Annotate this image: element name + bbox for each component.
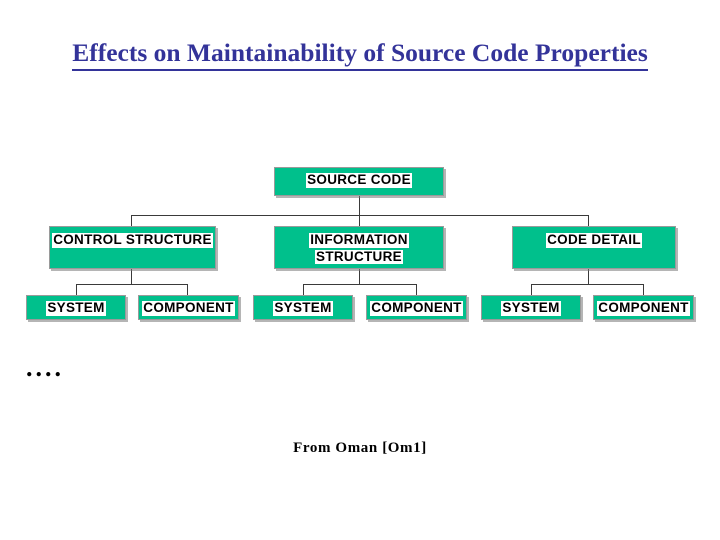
connector-drop-information-system xyxy=(303,284,304,295)
node-code-detail-component[interactable]: COMPONENT xyxy=(593,295,694,320)
node-control-structure-system[interactable]: SYSTEM xyxy=(26,295,126,320)
connector-drop-code-detail xyxy=(588,215,589,227)
connector-stem-control-structure xyxy=(131,269,132,284)
node-source-code[interactable]: SOURCE CODE xyxy=(274,167,444,196)
connector-level1-bus xyxy=(131,215,589,216)
connector-drop-code-component xyxy=(643,284,644,295)
connector-stem-information-structure xyxy=(359,269,360,284)
connector-bus-control-structure xyxy=(76,284,187,285)
connector-stem-code-detail xyxy=(588,269,589,284)
node-code-detail-component-label: COMPONENT xyxy=(597,300,690,316)
connector-drop-control-system xyxy=(76,284,77,295)
node-information-structure-label: INFORMATION STRUCTURE xyxy=(309,232,409,265)
connector-root-stem xyxy=(359,196,360,215)
node-information-structure-component[interactable]: COMPONENT xyxy=(366,295,467,320)
connector-drop-information-component xyxy=(416,284,417,295)
connector-drop-control-component xyxy=(187,284,188,295)
ellipsis-text: .... xyxy=(26,353,64,382)
connector-bus-information-structure xyxy=(303,284,416,285)
connector-drop-control-structure xyxy=(131,215,132,227)
page-title-text: Effects on Maintainability of Source Cod… xyxy=(72,38,648,72)
node-code-detail[interactable]: CODE DETAIL xyxy=(512,226,676,269)
node-information-structure[interactable]: INFORMATION STRUCTURE xyxy=(274,226,444,269)
connector-drop-code-system xyxy=(531,284,532,295)
node-information-structure-system-label: SYSTEM xyxy=(273,300,333,316)
page-title: Effects on Maintainability of Source Cod… xyxy=(0,38,720,72)
node-control-structure-component[interactable]: COMPONENT xyxy=(138,295,239,320)
connector-drop-information-structure xyxy=(359,215,360,227)
node-information-structure-system[interactable]: SYSTEM xyxy=(253,295,353,320)
node-control-structure-component-label: COMPONENT xyxy=(142,300,235,316)
connector-bus-code-detail xyxy=(531,284,643,285)
node-control-structure-label: CONTROL STRUCTURE xyxy=(52,232,213,248)
node-source-code-label: SOURCE CODE xyxy=(306,172,412,188)
node-code-detail-system-label: SYSTEM xyxy=(501,300,561,316)
node-information-structure-component-label: COMPONENT xyxy=(370,300,463,316)
source-citation: From Oman [Om1] xyxy=(293,440,427,456)
node-code-detail-system[interactable]: SYSTEM xyxy=(481,295,581,320)
node-control-structure[interactable]: CONTROL STRUCTURE xyxy=(49,226,216,269)
node-control-structure-system-label: SYSTEM xyxy=(46,300,106,316)
node-code-detail-label: CODE DETAIL xyxy=(546,232,642,248)
